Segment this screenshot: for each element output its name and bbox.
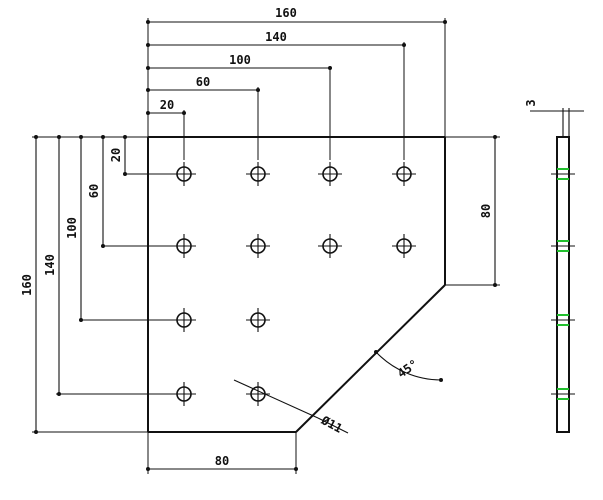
hole-r4-c2 [246, 382, 270, 406]
dim-right-80: 80 [479, 204, 493, 218]
dim-top-160: 160 [275, 6, 297, 20]
dim-left-60: 60 [87, 184, 101, 198]
side-hole-2 [551, 240, 575, 252]
side-hole-1 [551, 168, 575, 180]
hole-r3-c2 [246, 308, 270, 332]
dim-top-140: 140 [265, 30, 287, 44]
dim-top-60: 60 [196, 75, 210, 89]
hole-r1-c4 [392, 162, 416, 186]
hole-r2-c3 [318, 234, 342, 258]
dim-left-140: 140 [43, 254, 57, 276]
hole-r1-c2 [246, 162, 270, 186]
angle-dimension: 45° [374, 350, 443, 382]
dim-top-100: 100 [229, 53, 251, 67]
hole-r1-c3 [318, 162, 342, 186]
side-hole-4 [551, 388, 575, 400]
side-view: 3 [524, 99, 584, 433]
dim-top-20: 20 [160, 98, 174, 112]
right-dimension: 80 [445, 135, 500, 287]
bottom-dimension: 80 [146, 432, 298, 474]
hole-r2-c4 [392, 234, 416, 258]
left-dimensions: 160 140 100 60 20 [20, 135, 184, 434]
plate-outline [147, 136, 446, 433]
hole-r2-c2 [246, 234, 270, 258]
top-dimensions: 160 140 100 60 20 [146, 6, 447, 160]
dim-bottom-80: 80 [215, 454, 229, 468]
hole-diameter-label: Ø11 [318, 413, 345, 436]
side-view-holes [551, 168, 575, 400]
hole-diameter-leader: Ø11 [233, 379, 349, 436]
dim-left-160: 160 [20, 274, 34, 296]
hole-grid [172, 162, 416, 406]
dim-left-20: 20 [109, 148, 123, 162]
dim-left-100: 100 [65, 217, 79, 239]
side-hole-3 [551, 314, 575, 326]
thickness-label: 3 [524, 99, 538, 106]
